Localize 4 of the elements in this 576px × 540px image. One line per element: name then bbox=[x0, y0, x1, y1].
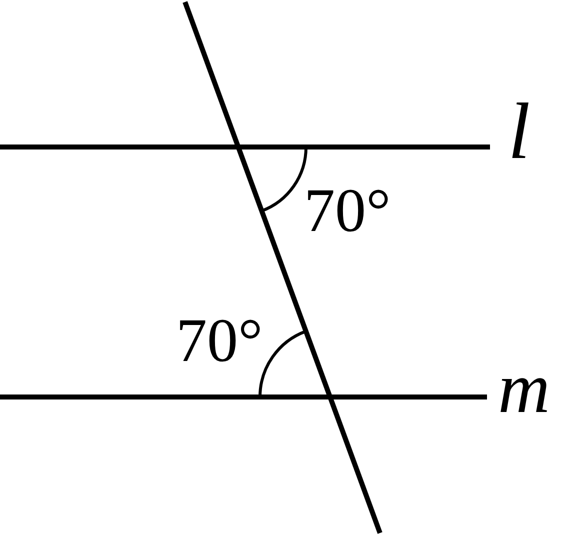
line-label: l bbox=[508, 92, 530, 172]
angle-label: 70° bbox=[176, 310, 263, 372]
angle-label: 70° bbox=[304, 180, 391, 242]
line-label: m bbox=[498, 352, 550, 424]
